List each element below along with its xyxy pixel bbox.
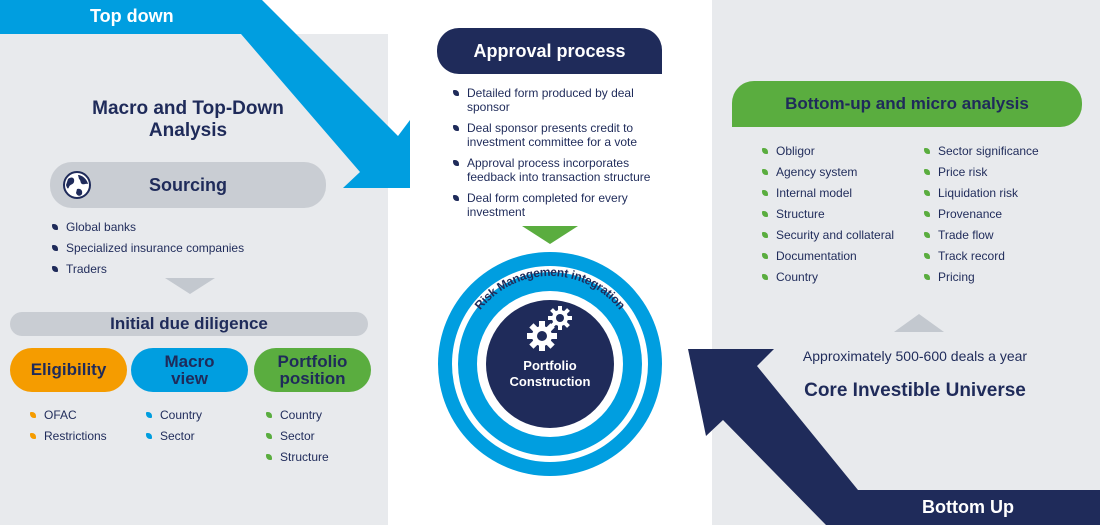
sourcing-pill: Sourcing (50, 162, 326, 208)
macro-view-label: Macro view (164, 352, 215, 388)
risk-management-ring: Risk Management integration (438, 252, 662, 476)
down-chevron-center (522, 226, 578, 244)
globe-icon (63, 171, 91, 199)
list-item: Deal sponsor presents credit to investme… (453, 121, 658, 149)
list-item: Agency system (762, 165, 894, 179)
bottom-up-arrow (688, 349, 1100, 525)
list-item: Country (146, 408, 202, 422)
list-item: Sector (146, 429, 202, 443)
eligibility-pill: Eligibility (10, 348, 127, 392)
list-item: Restrictions (30, 429, 107, 443)
macro-heading: Macro and Top-Down Analysis (92, 98, 284, 141)
approval-pill: Approval process (437, 28, 662, 74)
due-diligence-bar: Initial due diligence (10, 312, 368, 336)
list-item: Global banks (52, 220, 244, 234)
gears-icon (527, 306, 572, 351)
portfolio-position-label: Portfolio position (277, 352, 348, 388)
approval-label: Approval process (473, 40, 626, 61)
bottom-up-list-2: Sector significance Price risk Liquidati… (924, 144, 1039, 284)
eligibility-list: OFAC Restrictions (30, 408, 107, 443)
list-item: Traders (52, 262, 244, 276)
list-item: OFAC (30, 408, 107, 422)
list-item: Obligor (762, 144, 894, 158)
list-item: Internal model (762, 186, 894, 200)
portfolio-position-list: Country Sector Structure (266, 408, 329, 464)
approval-list: Detailed form produced by deal sponsor D… (453, 86, 658, 219)
list-item: Liquidation risk (924, 186, 1039, 200)
bottom-up-label: Bottom Up (922, 497, 1014, 517)
bottom-up-heading: Bottom-up and micro analysis (785, 94, 1029, 113)
list-item: Country (762, 270, 894, 284)
list-item: Sector significance (924, 144, 1039, 158)
list-item: Detailed form produced by deal sponsor (453, 86, 658, 114)
sourcing-label: Sourcing (148, 174, 227, 195)
list-item: Price risk (924, 165, 1039, 179)
up-chevron-right (894, 314, 944, 332)
list-item: Sector (266, 429, 329, 443)
list-item: Country (266, 408, 329, 422)
macro-view-pill: Macro view (131, 348, 248, 392)
list-item: Pricing (924, 270, 1039, 284)
list-item: Trade flow (924, 228, 1039, 242)
list-item: Documentation (762, 249, 894, 263)
core-universe-heading: Core Investible Universe (804, 380, 1026, 401)
list-item: Structure (762, 207, 894, 221)
list-item: Provenance (924, 207, 1039, 221)
top-down-arrow (0, 0, 410, 188)
list-item: Approval process incorporates feedback i… (453, 156, 658, 184)
list-item: Structure (266, 450, 329, 464)
list-item: Specialized insurance companies (52, 241, 244, 255)
eligibility-label: Eligibility (30, 360, 107, 379)
bottom-up-list-1: Obligor Agency system Internal model Str… (762, 144, 894, 284)
top-down-label: Top down (90, 6, 174, 26)
bottom-up-pill: Bottom-up and micro analysis (732, 81, 1082, 127)
list-item: Security and collateral (762, 228, 894, 242)
sourcing-list: Global banks Specialized insurance compa… (52, 220, 244, 276)
list-item: Track record (924, 249, 1039, 263)
deals-per-year-text: Approximately 500-600 deals a year (802, 348, 1028, 364)
portfolio-position-pill: Portfolio position (254, 348, 371, 392)
list-item: Deal form completed for every investment (453, 191, 658, 219)
macro-view-list: Country Sector (146, 408, 202, 443)
due-diligence-label: Initial due diligence (110, 314, 268, 333)
portfolio-construction-label: Portfolio Construction (509, 358, 591, 389)
down-chevron-left (165, 278, 215, 294)
